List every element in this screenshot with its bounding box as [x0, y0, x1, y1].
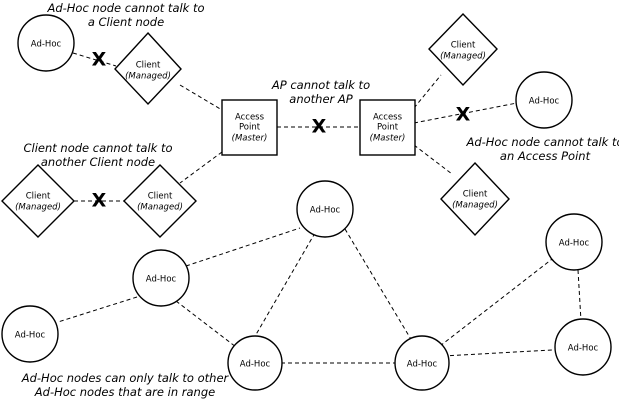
caption-adhoc-ap: Ad-Hoc node cannot talk to an Access Poi… — [465, 135, 619, 163]
link-mesh-1-4 — [175, 300, 237, 348]
node-label: Ad-Hoc — [407, 360, 438, 370]
caption-line: a Client node — [88, 15, 164, 29]
node-label-line2: Point — [377, 123, 399, 133]
blocked-mark-ap-ap: X — [312, 116, 327, 138]
adhoc-node-mesh-6: Ad-Hoc — [545, 213, 603, 271]
node-mode: (Master) — [232, 134, 268, 144]
access-point-left: Access Point (Master) — [221, 99, 278, 156]
client-node-left-b: Client (Managed) — [123, 164, 197, 238]
adhoc-node-mesh-4: Ad-Hoc — [227, 335, 283, 391]
node-label: Ad-Hoc — [146, 275, 177, 285]
node-label: Ad-Hoc — [529, 97, 560, 107]
adhoc-node-mesh-2: Ad-Hoc — [296, 180, 354, 238]
client-node-top: Client (Managed) — [114, 31, 182, 106]
caption-line: Ad-Hoc nodes can only talk to other — [21, 371, 230, 385]
client-node-left-a: Client (Managed) — [1, 164, 75, 238]
link-ap-right-client-top — [413, 74, 442, 109]
caption-line: Ad-Hoc nodes that are in range — [34, 385, 215, 399]
node-label: Client — [26, 192, 51, 202]
client-node-right-bottom: Client (Managed) — [440, 161, 510, 237]
link-ap-right-client-bottom — [413, 144, 453, 175]
link-mesh-5-7 — [442, 349, 553, 357]
node-mode: (Managed) — [15, 203, 61, 213]
client-node-right-top: Client (Managed) — [428, 12, 498, 87]
caption-line: Ad-Hoc node cannot talk to — [46, 1, 204, 15]
link-adhoc-client-blocked — [72, 52, 117, 67]
adhoc-node-mesh-3: Ad-Hoc — [1, 305, 59, 363]
link-mesh-1-2 — [185, 227, 301, 267]
link-mesh-2-4 — [253, 232, 316, 339]
adhoc-node-mesh-1: Ad-Hoc — [132, 249, 190, 307]
link-mesh-2-5 — [344, 228, 413, 342]
link-mesh-6-7 — [577, 269, 582, 322]
node-mode: (Managed) — [440, 52, 486, 62]
link-mesh-5-6 — [439, 255, 557, 347]
adhoc-node-top: Ad-Hoc — [17, 14, 75, 72]
access-point-right: Access Point (Master) — [359, 99, 416, 156]
link-client-ap-left — [179, 84, 223, 111]
node-label: Access — [373, 113, 403, 123]
node-label: Client — [451, 41, 476, 51]
node-mode: (Managed) — [452, 201, 498, 211]
link-ap-right-adhoc-blocked — [413, 102, 518, 124]
blocked-mark-client-client: X — [92, 190, 107, 212]
caption-line: another AP — [289, 92, 352, 106]
adhoc-node-right: Ad-Hoc — [515, 71, 573, 129]
node-label: Ad-Hoc — [568, 344, 599, 354]
caption-line: AP cannot talk to — [271, 78, 370, 92]
link-mesh-1-3 — [57, 296, 138, 323]
caption-ap-ap: AP cannot talk to another AP — [271, 78, 370, 106]
caption-client-client: Client node cannot talk to another Clien… — [23, 141, 172, 169]
adhoc-node-mesh-5: Ad-Hoc — [394, 335, 450, 391]
caption-line: Ad-Hoc node cannot talk to — [465, 135, 619, 149]
node-label: Ad-Hoc — [310, 206, 341, 216]
node-label: Client — [136, 61, 161, 71]
node-label: Ad-Hoc — [15, 331, 46, 341]
node-label: Client — [148, 192, 173, 202]
caption-adhoc-client: Ad-Hoc node cannot talk to a Client node — [46, 1, 204, 29]
node-label: Ad-Hoc — [240, 360, 271, 370]
blocked-markers: X X X X — [92, 49, 471, 212]
node-label: Access — [235, 113, 265, 123]
caption-line: Client node cannot talk to — [23, 141, 172, 155]
node-mode: (Managed) — [137, 203, 183, 213]
node-mode: (Managed) — [125, 72, 171, 82]
node-label: Client — [463, 190, 488, 200]
caption-line: an Access Point — [500, 149, 591, 163]
caption-line: another Client node — [41, 155, 155, 169]
node-mode: (Master) — [370, 134, 406, 144]
blocked-mark-adhoc-ap: X — [456, 104, 471, 126]
node-label-line2: Point — [239, 123, 261, 133]
caption-adhoc-range: Ad-Hoc nodes can only talk to other Ad-H… — [21, 371, 230, 399]
node-label: Ad-Hoc — [31, 40, 62, 50]
adhoc-node-mesh-7: Ad-Hoc — [554, 318, 612, 376]
blocked-mark-adhoc-client: X — [92, 49, 107, 71]
node-label: Ad-Hoc — [559, 239, 590, 249]
link-ap-left-client-left-b — [179, 151, 223, 184]
